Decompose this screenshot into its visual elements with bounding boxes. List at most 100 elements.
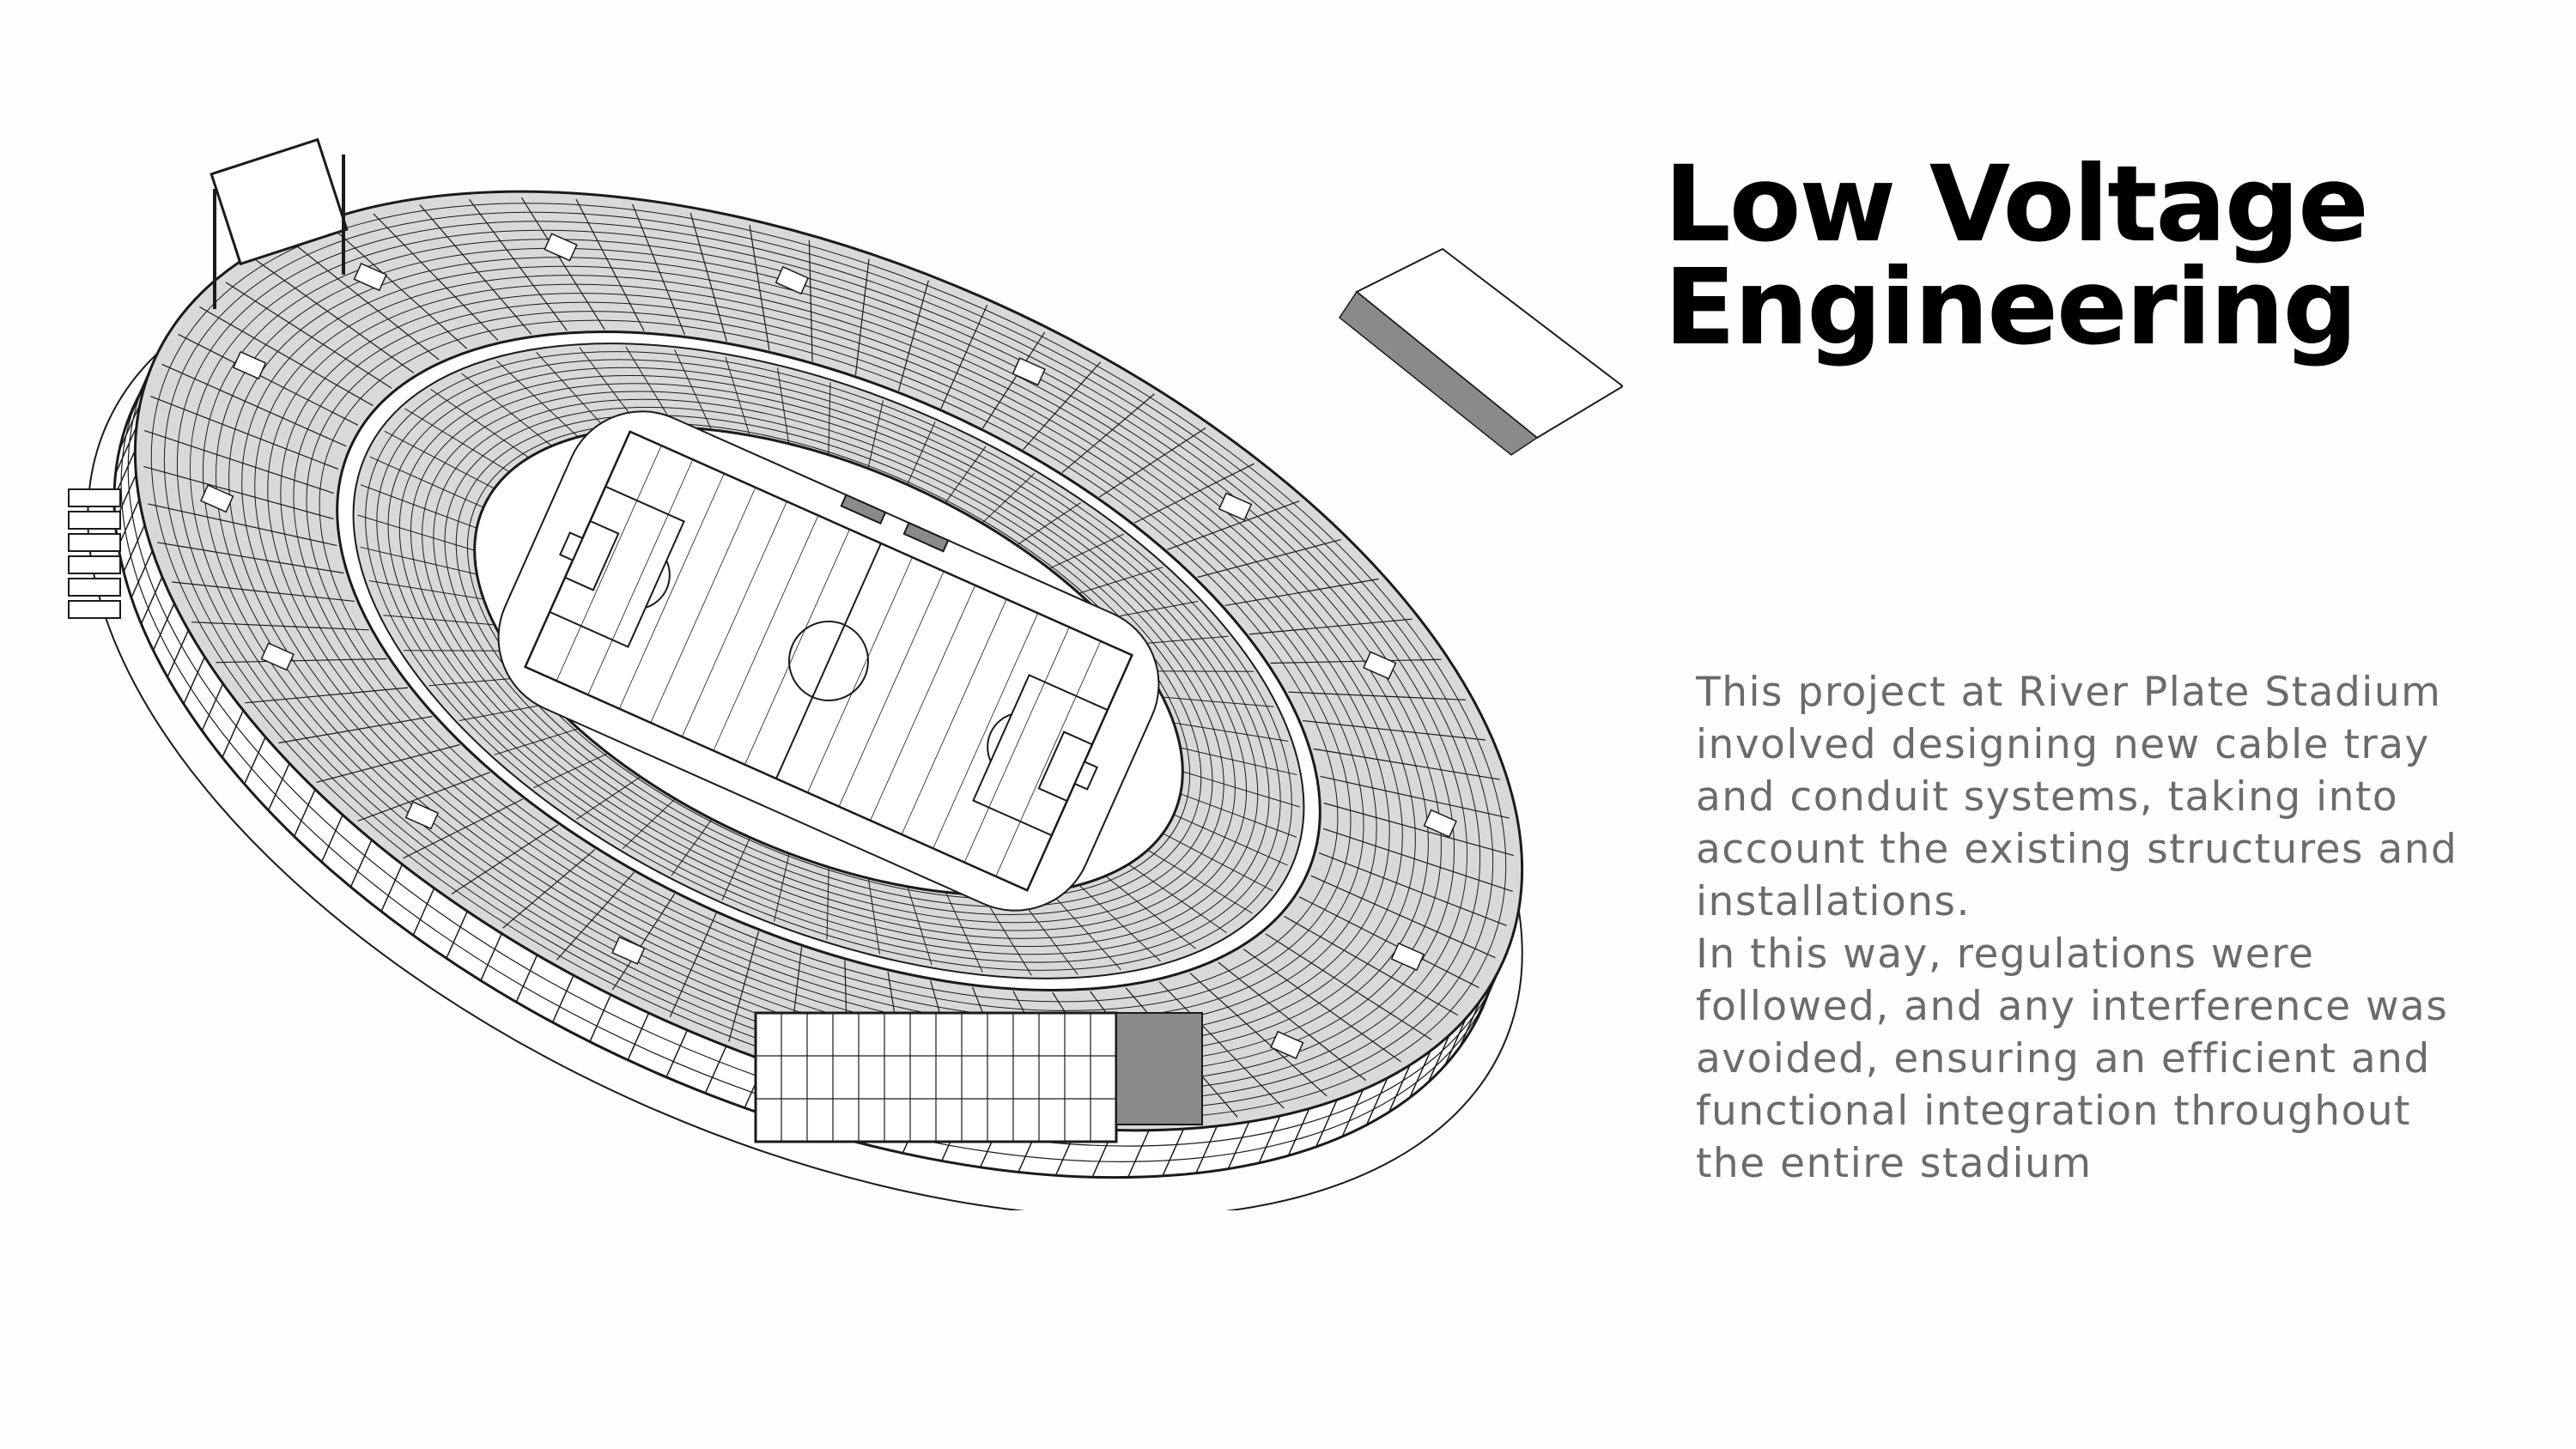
- pitch-stripe: [713, 515, 819, 751]
- stadium-illustration: [52, 129, 1623, 1210]
- upper-aisle: [1270, 658, 1442, 664]
- facade-mullion: [1162, 1128, 1185, 1177]
- upper-aisle: [1167, 500, 1300, 550]
- pitch-stripe: [744, 529, 850, 765]
- upper-aisle: [1322, 828, 1513, 893]
- facade-mullion: [1459, 1000, 1481, 1048]
- stair-tower-step: [68, 511, 121, 530]
- upper-aisle: [419, 204, 532, 335]
- facade-mullion: [480, 933, 503, 981]
- description-line: involved designing new cable tray: [1696, 721, 2430, 768]
- facade-mullion: [140, 576, 163, 625]
- facade-mullion: [118, 403, 141, 452]
- upper-aisle: [1189, 973, 1327, 1097]
- vomitory-opening: [775, 265, 810, 295]
- lower-aisle: [357, 514, 475, 551]
- goal-right: [1073, 761, 1098, 791]
- stair-tower-step: [68, 555, 121, 574]
- upper-aisle: [1218, 961, 1367, 1082]
- upper-aisle: [278, 715, 433, 744]
- upper-aisle: [1320, 775, 1510, 819]
- description-line: followed, and any interference was: [1696, 983, 2449, 1030]
- vomitory-opening: [611, 936, 646, 965]
- upper-aisle: [669, 912, 717, 1017]
- description-line: This project at River Plate Stadium: [1696, 669, 2442, 716]
- upper-aisle: [502, 848, 596, 929]
- stair-tower-step: [68, 578, 121, 597]
- upper-aisle: [451, 824, 559, 894]
- upper-aisle: [191, 621, 369, 631]
- upper-aisle: [316, 743, 460, 784]
- facade-mullion: [1315, 1099, 1338, 1148]
- facade-mullion: [1444, 1018, 1467, 1066]
- facade-mullion: [267, 762, 290, 811]
- lower-aisle: [1147, 670, 1255, 672]
- facade-mullion: [167, 629, 190, 678]
- upper-aisle: [1061, 393, 1155, 474]
- entrance-side: [1115, 1012, 1203, 1125]
- upper-aisle: [199, 306, 374, 407]
- facade-mullion: [589, 994, 612, 1042]
- facade-mullion: [1388, 1064, 1411, 1113]
- scoreboard-frame: [210, 137, 349, 266]
- lower-aisle: [360, 484, 477, 529]
- stadium-linework: [68, 137, 1623, 1210]
- facade-mullion: [114, 426, 137, 475]
- lower-aisle: [907, 886, 933, 966]
- upper-aisle: [144, 429, 335, 494]
- upper-aisle: [1265, 933, 1432, 1040]
- facade-mullion: [665, 1029, 689, 1078]
- vomitory-opening: [1363, 651, 1397, 680]
- upper-aisle: [1242, 949, 1401, 1063]
- lower-aisle: [1127, 864, 1227, 934]
- upper-aisle: [1098, 427, 1206, 498]
- vomitory-opening: [404, 801, 440, 830]
- dugout: [840, 494, 887, 525]
- pitch-stripe: [963, 627, 1070, 863]
- lower-aisle: [536, 351, 609, 432]
- upper-aisle: [1197, 538, 1341, 579]
- upper-aisle: [157, 542, 344, 574]
- lower-aisle: [625, 346, 676, 427]
- lower-aisle: [383, 615, 495, 626]
- title-line: Low Voltage: [1664, 143, 2369, 265]
- lower-aisle: [368, 580, 484, 600]
- lower-aisle: [671, 818, 713, 876]
- halfway-line: [775, 543, 882, 779]
- lower-aisle: [494, 728, 579, 755]
- upper-aisle: [854, 258, 870, 375]
- upper-aisle: [1299, 896, 1479, 989]
- facade-mullion: [1258, 1115, 1281, 1164]
- lower-aisle: [774, 853, 790, 922]
- description-line: and conduit systems, taking into: [1696, 773, 2399, 821]
- facade-mullion: [627, 1012, 650, 1061]
- facade-mullion: [123, 524, 146, 573]
- upper-aisle: [1284, 915, 1458, 1016]
- lower-aisle: [403, 650, 510, 652]
- facade-mullion: [1287, 1108, 1310, 1156]
- facade-mullion: [1427, 1034, 1450, 1083]
- lower-aisle: [496, 360, 579, 438]
- upper-aisle: [1323, 802, 1515, 857]
- vomitory-opening: [1270, 1030, 1304, 1059]
- lower-aisle: [1173, 722, 1289, 742]
- lower-aisle: [721, 837, 750, 900]
- upper-aisle: [749, 224, 770, 351]
- roof-panel-shadow: [1338, 290, 1539, 456]
- upper-aisle: [148, 503, 337, 547]
- lower-aisle: [981, 894, 1032, 976]
- facade-mullion: [131, 550, 154, 598]
- upper-aisle: [897, 280, 929, 391]
- pitch-stripe: [995, 640, 1102, 877]
- facade-mullion: [380, 864, 404, 912]
- lower-aisle: [907, 421, 936, 485]
- upper-aisle: [256, 259, 415, 373]
- lower-aisle: [725, 356, 750, 436]
- upper-aisle: [373, 213, 499, 341]
- pitch-stripe: [556, 445, 662, 682]
- description-line: account the existing structures and: [1696, 826, 2458, 873]
- upper-aisle: [520, 197, 605, 330]
- stair-tower-step: [68, 600, 121, 619]
- lower-aisle: [430, 388, 530, 458]
